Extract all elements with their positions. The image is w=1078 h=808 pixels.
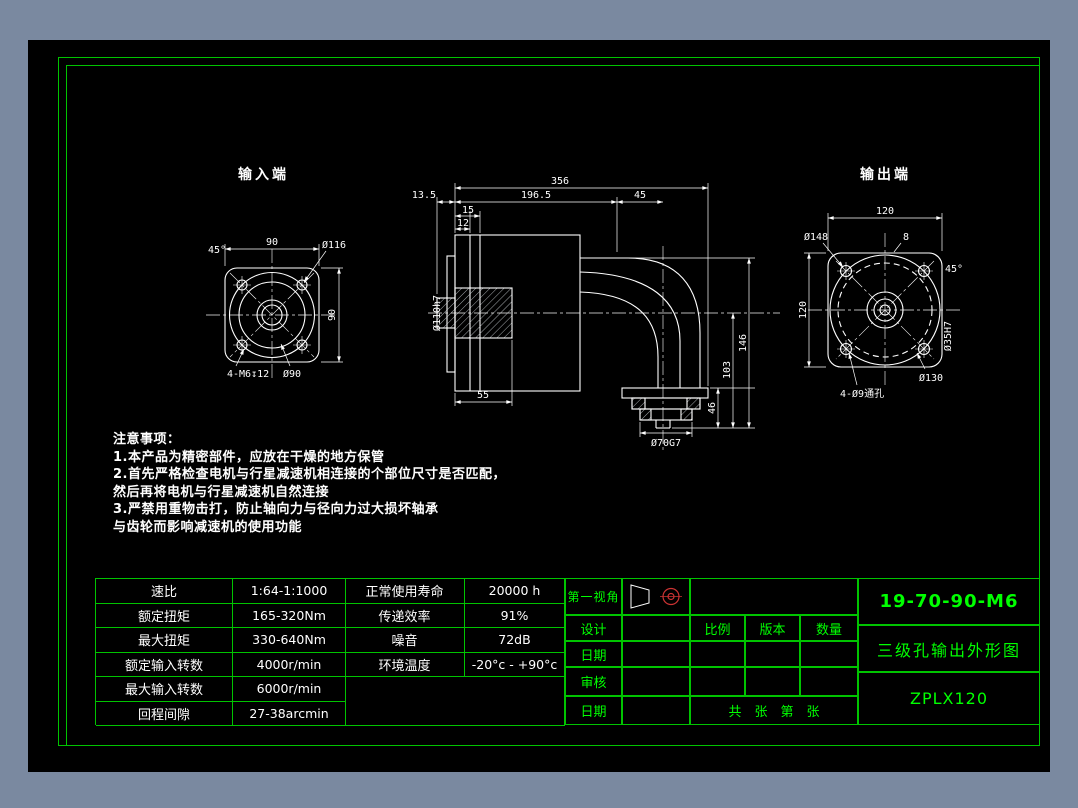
title-block-empty [690, 578, 858, 615]
notes-line: 3.严禁用重物击打，防止轴向力与径向力过大损坏轴承 [113, 502, 439, 517]
spec-label: 回程间隙 [96, 701, 233, 726]
notes-line: 与齿轮而影响减速机的使用功能 [113, 519, 303, 535]
output-end-title: 输出端 [860, 167, 911, 183]
spec-value: 165-320Nm [233, 603, 346, 628]
spec-label: 额定输入转数 [96, 652, 233, 677]
drawing-title: 三级孔输出外形图 [858, 625, 1040, 672]
spec-value: 72dB [465, 628, 565, 653]
spec-value: 27-38arcmin [233, 701, 346, 726]
spec-label: 正常使用寿命 [345, 579, 465, 604]
scale-label: 比例 [690, 615, 745, 641]
notes-line: 2.首先严格检查电机与行星减速机相连接的个部位尺寸是否匹配， [113, 467, 506, 482]
spec-value: 6000r/min [233, 677, 346, 702]
title-block-empty [745, 667, 800, 696]
version-value-cell [745, 641, 800, 667]
drawing-canvas[interactable] [28, 40, 1050, 772]
spec-value: -20°c - +90°c [465, 652, 565, 677]
title-block-empty [800, 667, 858, 696]
review-label: 审核 [565, 667, 622, 696]
spec-value: 330-640Nm [233, 628, 346, 653]
notes-line: 1.本产品为精密部件，应放在干燥的地方保管 [113, 449, 385, 465]
spec-value: 4000r/min [233, 652, 346, 677]
notes-block: 注意事项： 1.本产品为精密部件，应放在干燥的地方保管 2.首先严格检查电机与行… [113, 431, 506, 536]
spec-value: 20000 h [465, 579, 565, 604]
review-value-cell [622, 667, 690, 696]
date-label: 日期 [565, 641, 622, 667]
spec-label: 速比 [96, 579, 233, 604]
drawing-border-outer [58, 57, 1040, 746]
date-value-cell [622, 696, 690, 725]
design-label: 设计 [565, 615, 622, 641]
projection-symbol-cell [622, 578, 690, 615]
spec-empty-cell [345, 677, 565, 726]
design-value-cell [622, 615, 690, 641]
quantity-label: 数量 [800, 615, 858, 641]
drawing-border-inner [66, 65, 1040, 746]
spec-value: 91% [465, 603, 565, 628]
notes-title: 注意事项： [113, 432, 181, 447]
input-end-title: 输入端 [238, 167, 289, 183]
spec-label: 最大输入转数 [96, 677, 233, 702]
title-block-empty [690, 667, 745, 696]
spec-table-right: 正常使用寿命 20000 h 传递效率 91% 噪音 72dB 环境温度 -20… [345, 578, 565, 726]
first-angle-projection-icon [630, 584, 682, 609]
scale-value-cell [690, 641, 745, 667]
spec-label: 最大扭矩 [96, 628, 233, 653]
notes-line: 然后再将电机与行星减速机自然连接 [113, 484, 330, 500]
part-number: ZPLX120 [858, 672, 1040, 725]
sheets-cell: 共 张 第 张 [690, 696, 858, 725]
spec-label: 额定扭矩 [96, 603, 233, 628]
date-value-cell [622, 641, 690, 667]
date-label: 日期 [565, 696, 622, 725]
title-block: 第一视角 设计 比例 版本 数量 日期 审核 日期 共 张 第 张 19-70-… [565, 578, 1040, 725]
first-angle-label: 第一视角 [565, 578, 622, 615]
spec-label: 环境温度 [345, 652, 465, 677]
spec-label: 噪音 [345, 628, 465, 653]
spec-label: 传递效率 [345, 603, 465, 628]
spec-table: 速比 1:64-1:1000 额定扭矩 165-320Nm 最大扭矩 330-6… [95, 578, 565, 726]
quantity-value-cell [800, 641, 858, 667]
spec-value: 1:64-1:1000 [233, 579, 346, 604]
version-label: 版本 [745, 615, 800, 641]
model-number: 19-70-90-M6 [858, 578, 1040, 625]
spec-table-left: 速比 1:64-1:1000 额定扭矩 165-320Nm 最大扭矩 330-6… [95, 578, 346, 726]
